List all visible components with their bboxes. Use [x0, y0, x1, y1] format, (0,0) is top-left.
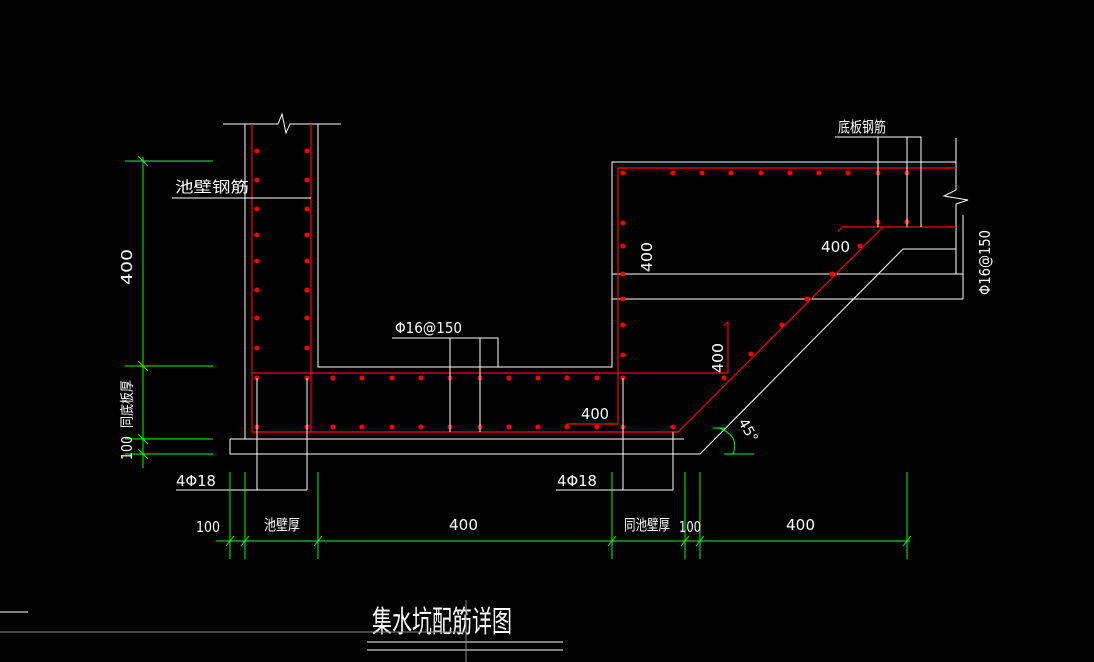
dim-tick [607, 535, 617, 547]
rebar-dot [857, 243, 863, 249]
wall-rebar-label: 池壁钢筋 [175, 178, 249, 196]
rebar-dot [670, 170, 676, 176]
rebar-dot [620, 322, 626, 328]
rebar-dot [254, 177, 260, 183]
rebar-spacing-right: Φ16@150 [976, 230, 994, 295]
dim-bottom-100-right: 100 [679, 518, 701, 536]
rebar-dot [779, 322, 785, 328]
dimension-left [125, 155, 213, 468]
rebar-dot [304, 206, 310, 212]
rebar-dot [254, 232, 260, 238]
rebar-dot [594, 424, 600, 430]
rebar-dot [359, 424, 365, 430]
rebar-dot [620, 170, 626, 176]
rebar-dot [804, 296, 810, 302]
slab-rebar-label: 底板钢筋 [838, 118, 886, 136]
rebar-dot [359, 375, 365, 381]
angle-label: 45° [735, 416, 761, 446]
rebar-dot [535, 375, 541, 381]
rebar-dot [787, 170, 793, 176]
rebar-dot [620, 352, 626, 358]
rebar-lines [251, 124, 956, 433]
rebar-dot [620, 296, 626, 302]
rebar-dot [389, 375, 395, 381]
concrete-outline [223, 112, 969, 455]
rebar-dot [304, 258, 310, 264]
rebar-dot [254, 287, 260, 293]
drawing-title: 集水坑配筋详图 [372, 605, 512, 640]
dim-tick [240, 535, 250, 547]
rebar-dot [304, 287, 310, 293]
dim-tick [313, 535, 323, 547]
dim-left-100: 100 [118, 436, 136, 460]
corner-bars-left: 4Φ18 [176, 472, 216, 490]
anchor-400-bottom: 400 [581, 405, 609, 423]
dim-tick [902, 535, 912, 547]
anchor-400-vertical: 400 [709, 343, 727, 373]
rebar-dot [304, 148, 310, 154]
leader-lines [172, 136, 922, 491]
rebar-dot [389, 424, 395, 430]
rebar-dot [254, 345, 260, 351]
rebar-dot [699, 170, 705, 176]
rebar-dot [748, 351, 754, 357]
rebar-dot [304, 345, 310, 351]
rebar-dot [330, 375, 336, 381]
rebar-dot [304, 232, 310, 238]
rebar-dots [254, 148, 910, 430]
rebar-dot [721, 375, 727, 381]
dim-bottom-same-wall-thk: 同池壁厚 [624, 516, 670, 534]
rebar-dot [535, 424, 541, 430]
rebar-dot [304, 177, 310, 183]
rebar-dot [728, 170, 734, 176]
rebar-dot [816, 170, 822, 176]
rebar-dot [418, 375, 424, 381]
rebar-dot [254, 315, 260, 321]
rebar-dot [594, 375, 600, 381]
rebar-dot [829, 271, 835, 277]
rebar-spacing-bottom: Φ16@150 [395, 319, 462, 337]
rebar-dot [506, 424, 512, 430]
rebar-dot [254, 206, 260, 212]
dim-tick [680, 535, 690, 547]
rebar-dot [254, 148, 260, 154]
angle-mark [713, 427, 754, 455]
dimension-bottom [216, 472, 912, 559]
anchor-400-inner: 400 [638, 242, 656, 272]
rebar-dot [758, 170, 764, 176]
dim-tick [695, 535, 705, 547]
dim-tick [225, 535, 235, 547]
rebar-dot [418, 424, 424, 430]
rebar-dot [620, 271, 626, 277]
rebar-dot [330, 424, 336, 430]
rebar-dot [845, 170, 851, 176]
dim-bottom-100-left: 100 [196, 518, 220, 536]
rebar-dot [620, 243, 626, 249]
anchor-400-diag: 400 [821, 238, 850, 256]
rebar-dot [254, 258, 260, 264]
rebar-dot [564, 375, 570, 381]
dim-bottom-400-mid: 400 [449, 516, 478, 534]
dim-left-same-slab: 同底板厚 [120, 380, 136, 428]
rebar-dot [670, 424, 676, 430]
dim-left-400: 400 [118, 249, 136, 285]
rebar-dot [564, 424, 570, 430]
corner-bars-right: 4Φ18 [557, 472, 597, 490]
rebar-dot [304, 315, 310, 321]
rebar-dot [506, 375, 512, 381]
rebar-dot [620, 220, 626, 226]
dim-bottom-wall-thk: 池壁厚 [264, 516, 300, 534]
dim-bottom-400-right: 400 [786, 516, 815, 534]
